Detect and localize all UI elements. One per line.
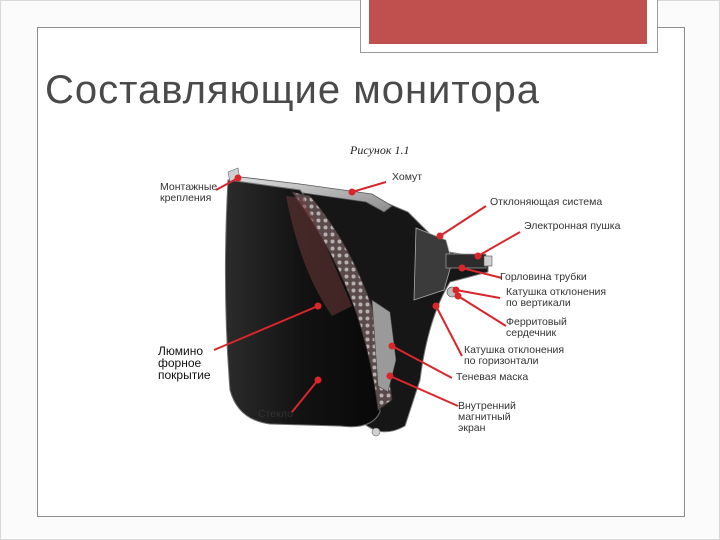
label-horizontal-coil: Катушка отклонения по горизонтали xyxy=(464,345,564,367)
arrow-deflection-system xyxy=(440,206,486,236)
arrowhead-vertical-coil xyxy=(454,288,459,293)
electron-gun-cap xyxy=(484,256,492,266)
arrowhead-electron-gun xyxy=(476,254,481,259)
label-phosphor: Люмино форное покрытие xyxy=(158,345,211,381)
arrowhead-clamp xyxy=(350,190,355,195)
arrowhead-deflection-system xyxy=(438,234,443,239)
arrowhead-glass xyxy=(316,378,321,383)
label-tube-neck: Горловина трубки xyxy=(500,272,587,283)
label-glass: Стекло xyxy=(258,409,293,420)
label-clamp: Хомут xyxy=(392,172,422,183)
bottom-lug xyxy=(372,428,380,436)
label-deflection-system: Отклоняющая система xyxy=(490,197,602,208)
arrowhead-horizontal-coil xyxy=(434,304,439,309)
arrowhead-inner-shield xyxy=(388,374,393,379)
label-vertical-coil: Катушка отклонения по вертикали xyxy=(506,287,606,309)
label-inner-shield: Внутренний магнитный экран xyxy=(458,401,516,434)
arrowhead-mounting xyxy=(236,176,241,181)
arrowhead-ferrite-core xyxy=(456,294,461,299)
arrow-vertical-coil xyxy=(456,290,500,298)
label-mounting: Монтажные крепления xyxy=(160,182,217,204)
label-shadow-mask: Теневая маска xyxy=(456,372,528,383)
arrow-electron-gun xyxy=(478,232,520,256)
label-electron-gun: Электронная пушка xyxy=(524,221,620,232)
arrowhead-phosphor xyxy=(316,304,321,309)
arrow-ferrite-core xyxy=(458,296,506,326)
label-ferrite-core: Ферритовый сердечник xyxy=(506,317,567,339)
arrowhead-shadow-mask xyxy=(390,344,395,349)
arrowhead-tube-neck xyxy=(460,266,465,271)
arrow-horizontal-coil xyxy=(436,306,462,356)
arrow-clamp xyxy=(352,182,386,192)
